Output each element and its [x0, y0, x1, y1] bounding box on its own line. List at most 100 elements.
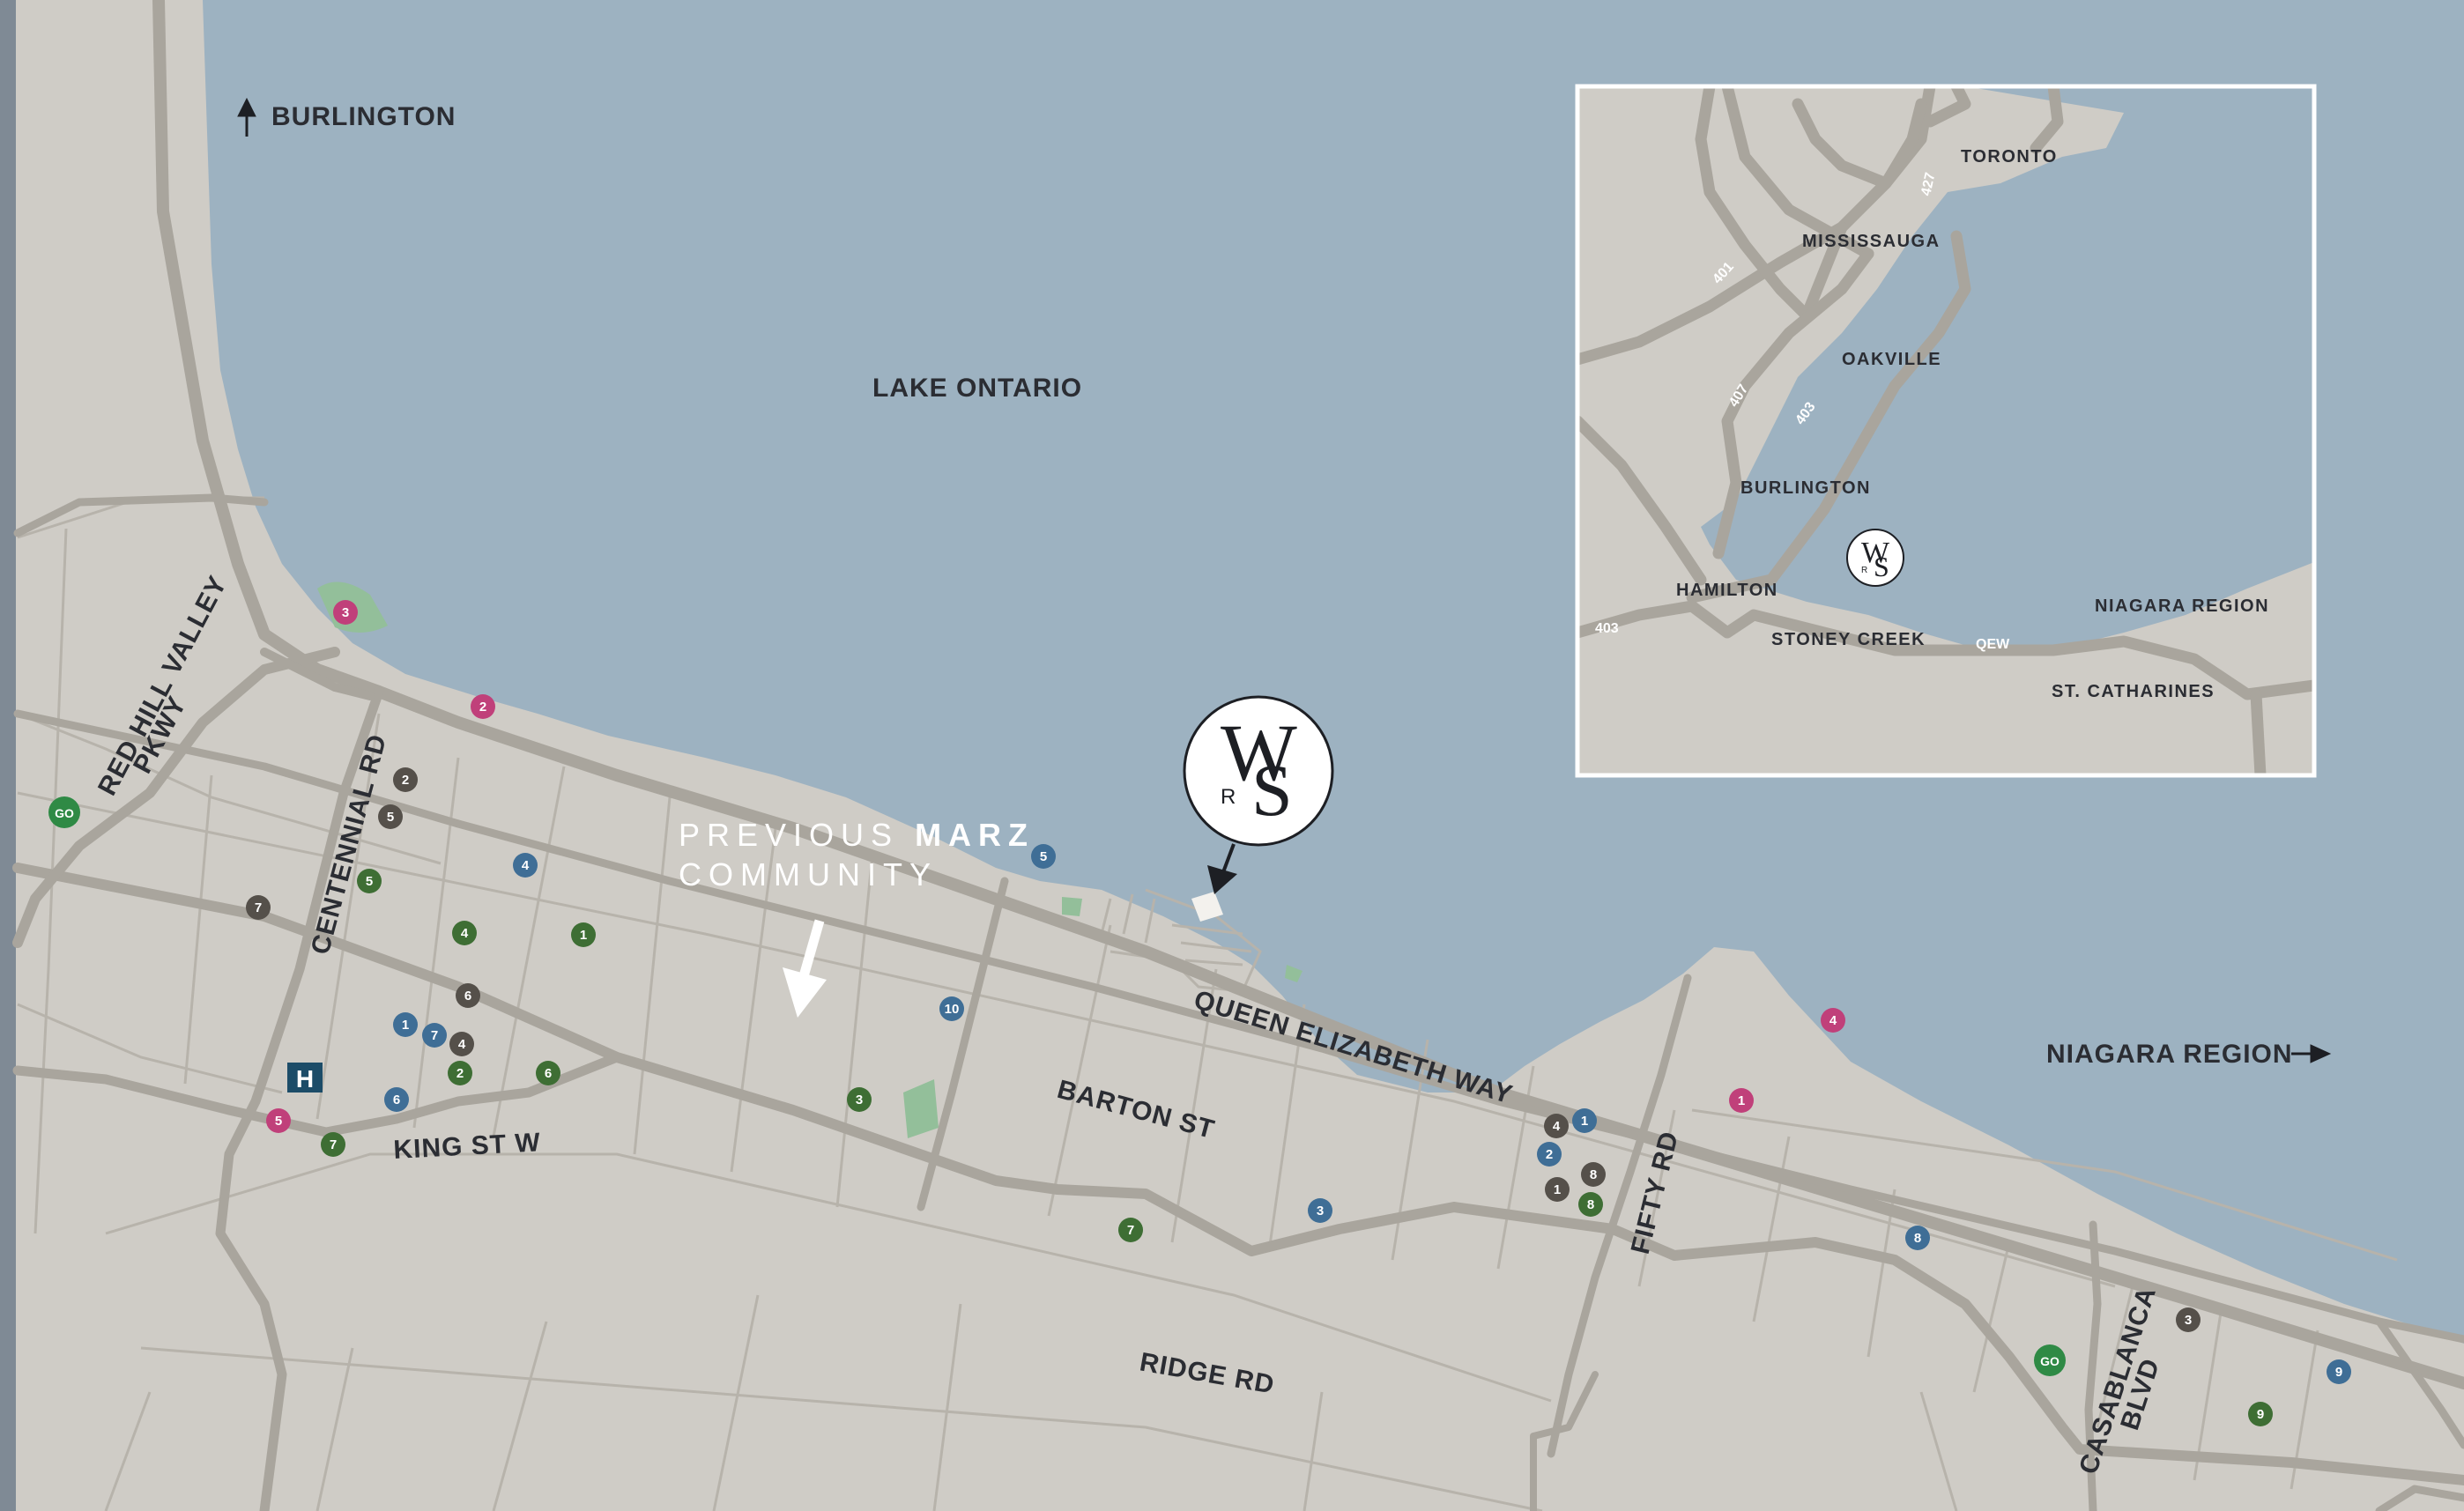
niagara-region-label: NIAGARA REGION: [2046, 1040, 2293, 1069]
blue-poi-marker[interactable]: 7: [422, 1023, 447, 1048]
pink-poi-marker[interactable]: 2: [471, 694, 495, 719]
marker-dot: [1905, 1226, 1930, 1250]
marker-number: 9: [2335, 1365, 2342, 1380]
go-station-icon[interactable]: GO: [2034, 1344, 2066, 1376]
blue-poi-marker[interactable]: 9: [2327, 1359, 2351, 1384]
marker-dot: [321, 1132, 345, 1157]
inset-map[interactable]: 401 427 407 403 403 QEW TORONTO MISSISSA…: [1575, 84, 2317, 778]
blue-poi-marker[interactable]: 5: [1031, 844, 1056, 869]
marker-dot: [571, 922, 596, 947]
marker-number: 1: [1554, 1182, 1561, 1197]
go-station-icon[interactable]: GO: [48, 796, 80, 828]
marker-dot: [378, 804, 403, 829]
blue-poi-marker[interactable]: 1: [1572, 1108, 1597, 1133]
blue-poi-marker[interactable]: 3: [1308, 1198, 1332, 1223]
dark-poi-marker[interactable]: 4: [449, 1032, 474, 1056]
logo-w: W: [1221, 707, 1297, 797]
pink-poi-marker[interactable]: 4: [1821, 1008, 1845, 1033]
park-area: [1062, 897, 1082, 916]
pointer-arrow-icon: [1207, 843, 1237, 894]
marker-number: 7: [330, 1137, 337, 1152]
green-poi-marker[interactable]: 7: [1118, 1218, 1143, 1242]
svg-text:BURLINGTON: BURLINGTON: [1740, 478, 1871, 498]
dark-poi-marker[interactable]: 5: [378, 804, 403, 829]
marker-number: 4: [461, 926, 469, 941]
green-poi-marker[interactable]: 5: [357, 869, 382, 893]
map-edge: [0, 0, 16, 1511]
svg-text:PREVIOUS MARZ: PREVIOUS MARZ: [679, 817, 1035, 853]
svg-text:TORONTO: TORONTO: [1961, 147, 2058, 167]
marker-dot: [266, 1108, 291, 1133]
marker-dot: [1118, 1218, 1143, 1242]
marker-number: 5: [275, 1114, 282, 1129]
marker-number: 3: [2185, 1313, 2192, 1328]
dark-poi-marker[interactable]: 6: [456, 983, 480, 1008]
blue-poi-marker[interactable]: 4: [513, 853, 538, 878]
svg-text:R: R: [1861, 566, 1867, 575]
svg-text:GO: GO: [55, 806, 74, 820]
marker-number: 9: [2257, 1407, 2264, 1422]
green-poi-marker[interactable]: 1: [571, 922, 596, 947]
burlington-label: BURLINGTON: [271, 102, 456, 131]
svg-text:STONEY CREEK: STONEY CREEK: [1771, 630, 1926, 649]
blue-poi-marker[interactable]: 2: [1537, 1142, 1562, 1167]
logo-s: S: [1251, 750, 1293, 832]
svg-text:S: S: [1874, 551, 1889, 582]
green-poi-marker[interactable]: 4: [452, 921, 477, 945]
green-poi-marker[interactable]: 3: [847, 1087, 872, 1112]
marker-dot: [1821, 1008, 1845, 1033]
dark-poi-marker[interactable]: 8: [1581, 1162, 1606, 1187]
inset-frame: [1575, 84, 2317, 778]
marker-dot: [471, 694, 495, 719]
pink-poi-marker[interactable]: 3: [333, 600, 358, 625]
green-poi-marker[interactable]: 6: [536, 1061, 560, 1085]
marker-number: 4: [458, 1037, 466, 1052]
marker-number: 1: [580, 928, 587, 943]
marker-dot: [847, 1087, 872, 1112]
logo-marker[interactable]: W R S: [1183, 695, 1334, 847]
dark-poi-marker[interactable]: 3: [2176, 1307, 2201, 1332]
inset-logo-marker[interactable]: W R S: [1846, 529, 1904, 587]
blue-poi-marker[interactable]: 1: [393, 1012, 418, 1037]
dark-poi-marker[interactable]: 4: [1544, 1114, 1569, 1138]
marker-number: 1: [402, 1018, 409, 1033]
blue-poi-marker[interactable]: 8: [1905, 1226, 1930, 1250]
pink-poi-marker[interactable]: 1: [1729, 1088, 1754, 1113]
blue-poi-marker[interactable]: 6: [384, 1087, 409, 1112]
svg-text:COMMUNITY: COMMUNITY: [679, 856, 938, 893]
inset-lake: [1701, 86, 2314, 650]
svg-text:QEW: QEW: [1976, 637, 2010, 652]
marker-dot: [448, 1061, 472, 1085]
dark-poi-marker[interactable]: 2: [393, 767, 418, 792]
svg-text:H: H: [296, 1065, 314, 1093]
blue-poi-marker[interactable]: 10: [939, 996, 964, 1021]
pink-poi-marker[interactable]: 5: [266, 1108, 291, 1133]
svg-text:GO: GO: [2040, 1354, 2060, 1368]
park-area: [1285, 965, 1303, 982]
arrow-up-icon: [237, 97, 256, 137]
hospital-icon[interactable]: H: [287, 1063, 323, 1093]
marker-dot: [1031, 844, 1056, 869]
site-parcel[interactable]: [1191, 892, 1223, 922]
marker-number: 1: [1738, 1093, 1745, 1108]
marker-dot: [536, 1061, 560, 1085]
dark-poi-marker[interactable]: 7: [246, 895, 271, 920]
marker-dot: [357, 869, 382, 893]
marker-dot: [1729, 1088, 1754, 1113]
inset-canvas: 401 427 407 403 403 QEW TORONTO MISSISSA…: [1577, 86, 2314, 775]
marker-number: 6: [545, 1066, 552, 1081]
dark-poi-marker[interactable]: 1: [1545, 1177, 1570, 1202]
marker-number: 8: [1914, 1231, 1921, 1246]
green-poi-marker[interactable]: 2: [448, 1061, 472, 1085]
green-poi-marker[interactable]: 8: [1578, 1192, 1603, 1217]
lake-ontario-label: LAKE ONTARIO: [872, 374, 1082, 403]
green-poi-marker[interactable]: 9: [2248, 1402, 2273, 1426]
green-poi-marker[interactable]: 7: [321, 1132, 345, 1157]
marker-dot: [1544, 1114, 1569, 1138]
previous-community-label: PREVIOUS MARZ COMMUNITY: [679, 817, 1035, 893]
marker-number: 3: [856, 1093, 863, 1107]
svg-text:W: W: [1861, 537, 1890, 569]
marker-number: 1: [1581, 1114, 1588, 1129]
park-area: [903, 1079, 939, 1138]
